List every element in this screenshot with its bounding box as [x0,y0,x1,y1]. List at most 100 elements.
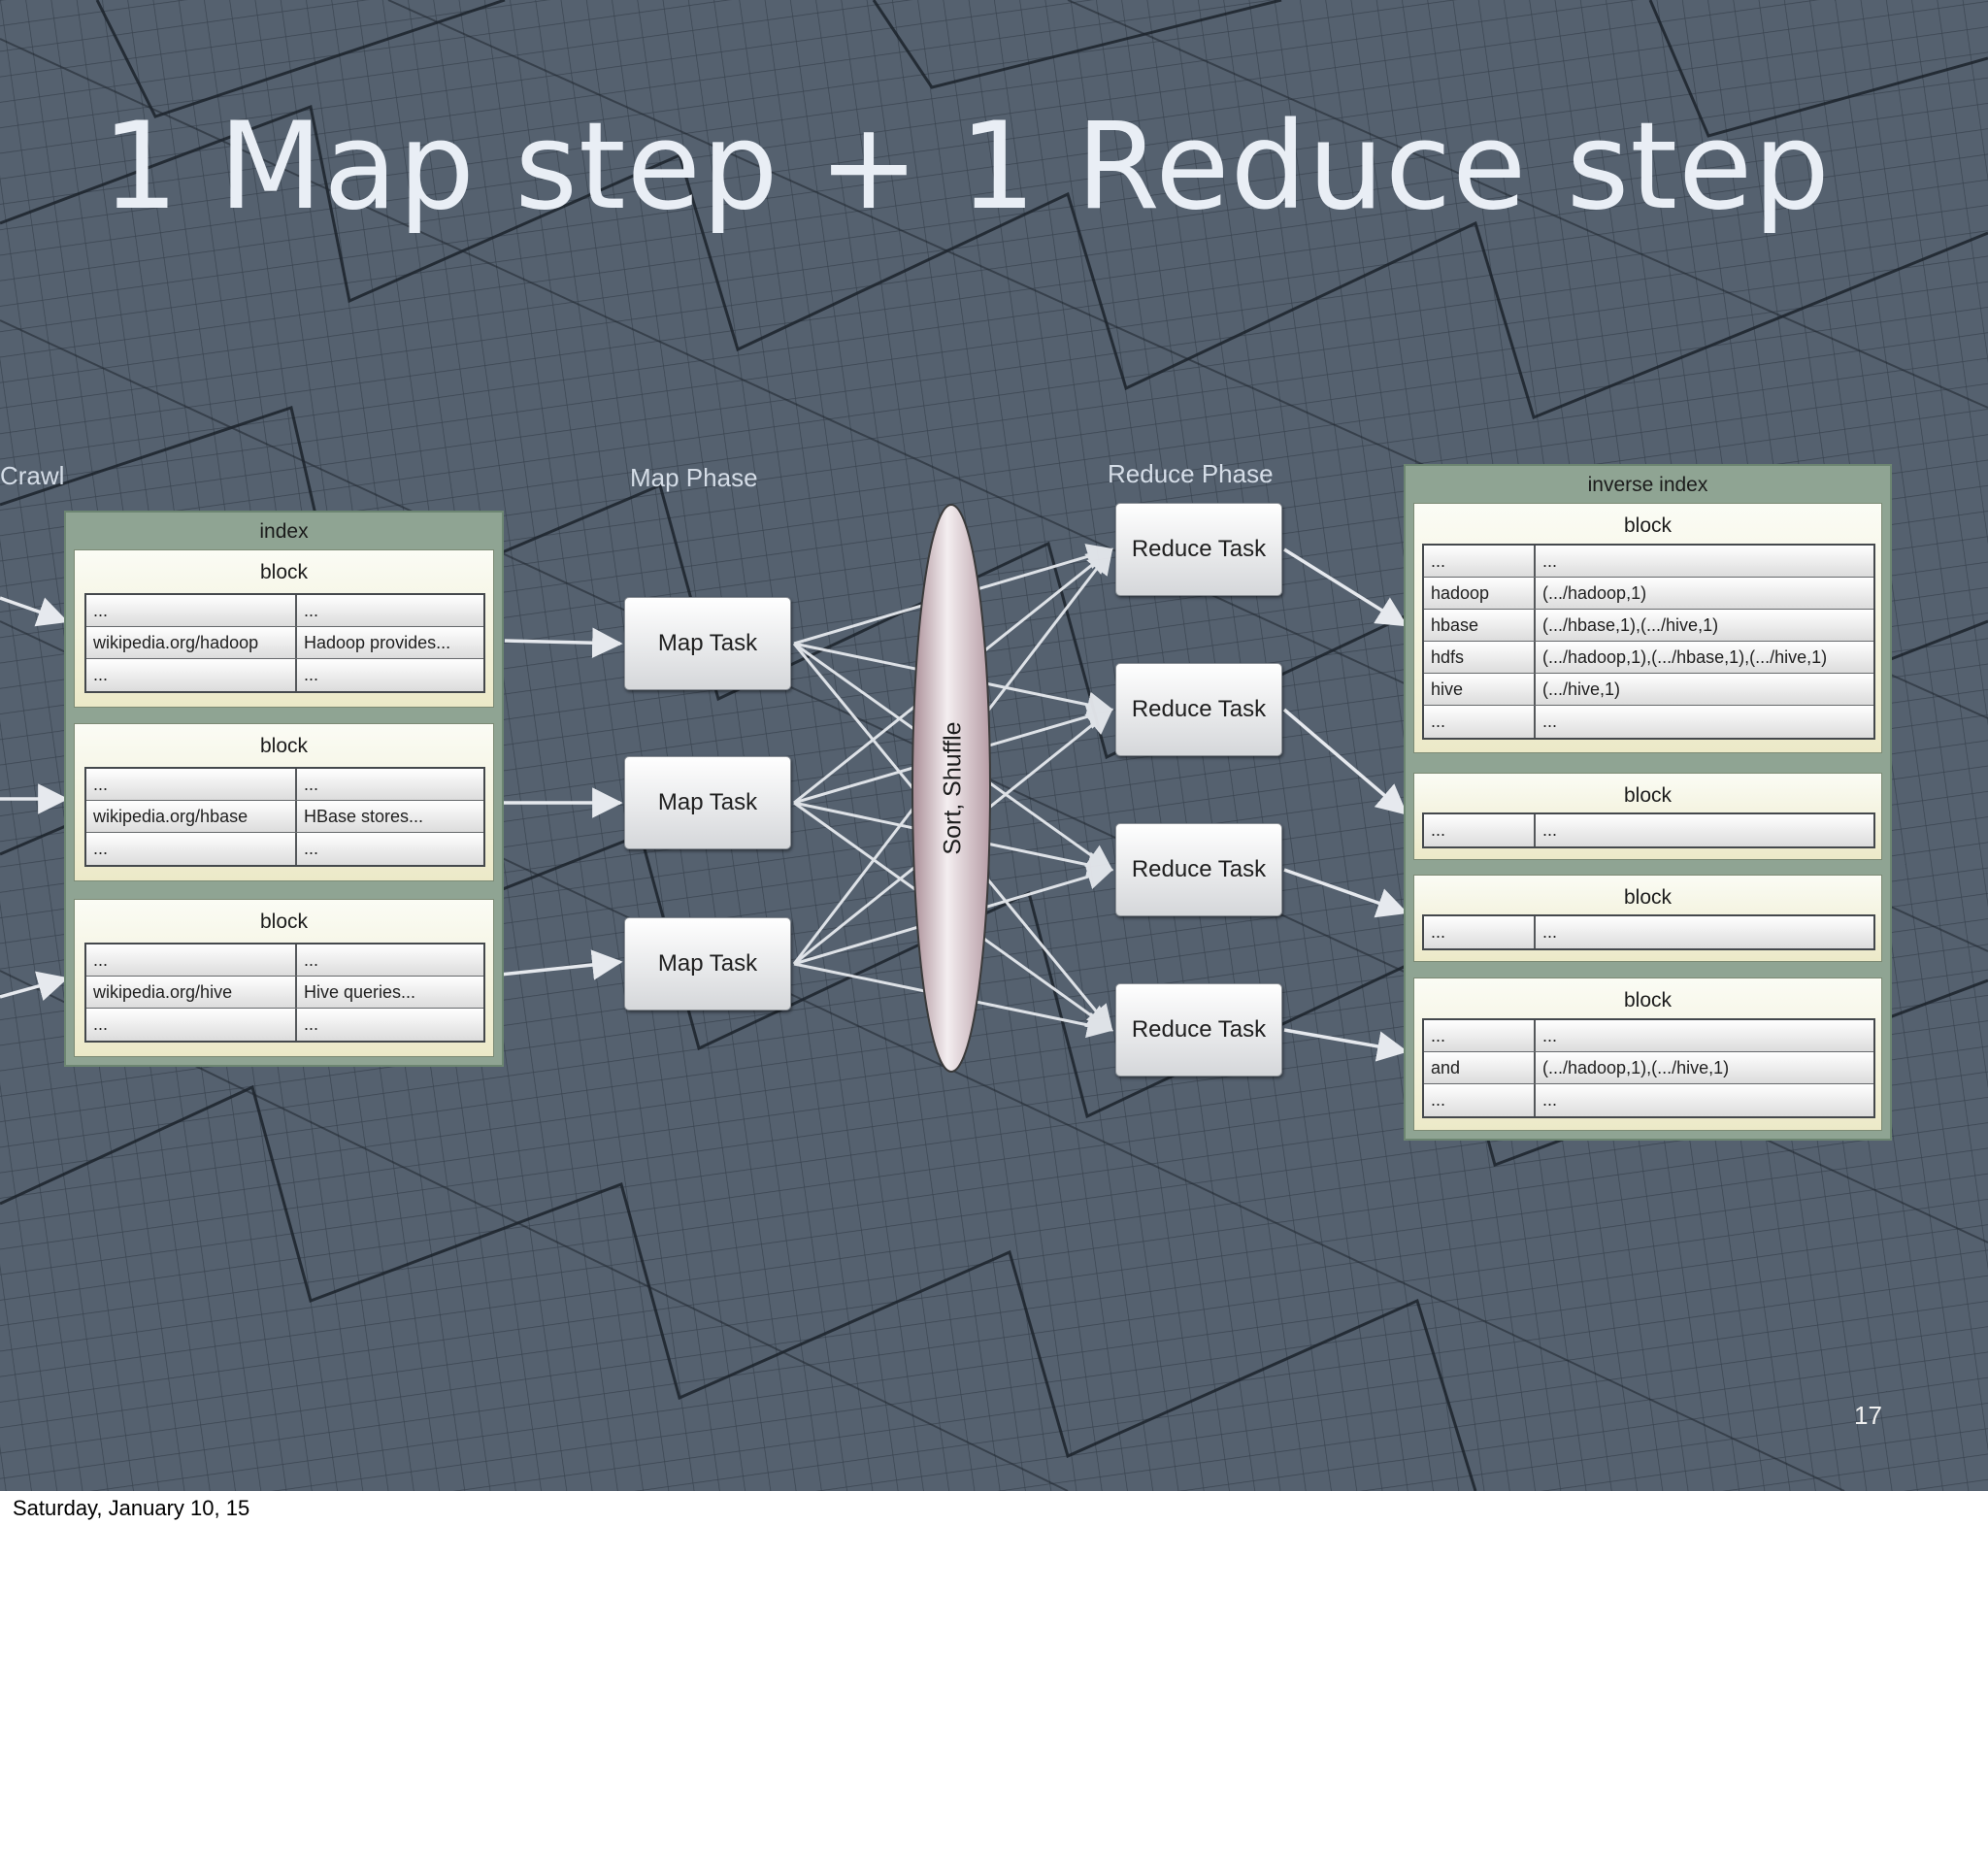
key-cell: hdfs [1424,642,1536,673]
value-cell: ... [304,665,319,684]
table-row: hadoop (.../hadoop,1) [1424,578,1873,610]
key-cell: ... [1424,546,1536,577]
crawl-arrow-1 [0,596,69,627]
index-to-map-arrow-1 [504,627,623,659]
key-cell: ... [1424,706,1536,738]
reduce-to-inverse-arrow-2 [1282,708,1408,815]
table-row: ...... [86,769,483,801]
block-title: block [1623,886,1673,909]
table-row: ...... [1424,706,1873,738]
table-row: ...... [1424,814,1873,846]
block-title: block [1623,784,1673,807]
value-cell: (.../hive,1) [1542,679,1621,699]
inverse-index-container: inverse index block ...... hadoop (.../ha… [1404,464,1892,1141]
key-cell: wikipedia.org/hbase [86,801,297,832]
table-row: ...... [86,1009,483,1041]
phase-label-reduce: Reduce Phase [1108,459,1274,488]
block-table: ...... wikipedia.org/hadoop Hadoop provid… [84,593,485,693]
key-cell: hadoop [1424,578,1536,609]
value-cell: ... [304,775,319,794]
key-cell: ... [1424,1020,1536,1051]
key-cell: wikipedia.org/hadoop [86,627,297,658]
index-to-map-arrow-3 [490,949,623,980]
key-cell: hive [1424,674,1536,705]
table-row: ...... [1424,1020,1873,1052]
map-task-2: Map Task [624,756,791,849]
value-cell: ... [304,1014,319,1034]
inverse-index-block: block ...... [1413,875,1882,962]
table-row: wikipedia.org/hive Hive queries... [86,977,483,1009]
block-table: ...... and (.../hadoop,1),(.../hive,1) ..… [1422,1018,1875,1118]
table-row: and (.../hadoop,1),(.../hive,1) [1424,1052,1873,1084]
table-row: hive (.../hive,1) [1424,674,1873,706]
block-title: block [1623,989,1673,1011]
reduce-to-inverse-arrow-3 [1283,868,1408,918]
value-cell: (.../hadoop,1),(.../hive,1) [1542,1058,1730,1077]
map-task-1: Map Task [624,597,791,690]
key-cell: ... [86,833,297,865]
value-cell: (.../hadoop,1) [1542,583,1647,603]
index-block: block ...... wikipedia.org/hadoop Hadoop … [74,549,494,708]
value-cell: ... [1542,1026,1558,1045]
value-cell: ... [1542,551,1558,571]
table-row: wikipedia.org/hbase HBase stores... [86,801,483,833]
block-table: ...... [1422,812,1875,848]
table-row: hdfs (.../hadoop,1),(.../hbase,1),(.../hi… [1424,642,1873,674]
value-cell: ... [304,950,319,970]
slide-title: 1 Map step + 1 Reduce step [102,97,1831,237]
footer-date: Saturday, January 10, 15 [13,1496,250,1520]
key-cell: ... [1424,814,1536,846]
value-cell: ... [1542,1090,1558,1110]
table-row: ...... [86,945,483,977]
key-cell: ... [86,595,297,626]
block-title: block [259,561,309,583]
value-cell: ... [1542,922,1558,942]
table-row: ...... [86,595,483,627]
phase-label-crawl: Crawl [0,461,65,490]
key-cell: ... [86,945,297,976]
value-cell: HBase stores... [304,807,424,826]
key-cell: ... [86,769,297,800]
value-cell: (.../hadoop,1),(.../hbase,1),(.../hive,1… [1542,647,1828,667]
table-row: ...... [1424,546,1873,578]
inverse-index-block: block ...... [1413,773,1882,860]
reduce-task-4: Reduce Task [1115,983,1282,1077]
reduce-task-3: Reduce Task [1115,823,1282,916]
block-title: block [259,911,309,933]
key-cell: wikipedia.org/hive [86,977,297,1008]
value-cell: Hive queries... [304,982,416,1002]
table-row: wikipedia.org/hadoop Hadoop provides... [86,627,483,659]
block-table: ...... wikipedia.org/hbase HBase stores..… [84,767,485,867]
key-cell: ... [1424,916,1536,948]
reduce-to-inverse-arrow-4 [1283,1028,1408,1062]
index-block: block ...... wikipedia.org/hive Hive quer… [74,899,494,1057]
key-cell: ... [86,1009,297,1041]
key-cell: ... [1424,1084,1536,1116]
table-row: ...... [86,659,483,691]
table-row: ...... [1424,1084,1873,1116]
block-title: block [259,735,309,757]
inverse-index-block: block ...... and (.../hadoop,1),(.../hive… [1413,978,1882,1131]
key-cell: ... [86,659,297,691]
table-row: ...... [86,833,483,865]
reduce-to-inverse-arrow-1 [1283,547,1408,627]
block-title: block [1623,514,1673,537]
crawl-arrow-3 [0,971,69,1001]
value-cell: ... [1542,820,1558,840]
reduce-task-1: Reduce Task [1115,503,1282,596]
block-table: ...... wikipedia.org/hive Hive queries...… [84,943,485,1043]
key-cell: hbase [1424,610,1536,641]
slide: 1 Map step + 1 Reduce step Crawl Map Pha… [0,0,1988,1491]
map-task-3: Map Task [624,917,791,1011]
phase-label-map: Map Phase [630,463,758,492]
key-cell: and [1424,1052,1536,1083]
index-block: block ...... wikipedia.org/hbase HBase st… [74,723,494,881]
value-cell: Hadoop provides... [304,633,451,652]
table-row: ...... [1424,916,1873,948]
sort-shuffle-ellipse [911,504,991,1073]
sort-shuffle-label: Sort, Shuffle [939,721,967,855]
block-table: ...... [1422,914,1875,950]
inverse-index-title: inverse index [1587,474,1708,496]
value-cell: (.../hbase,1),(.../hive,1) [1542,615,1719,635]
